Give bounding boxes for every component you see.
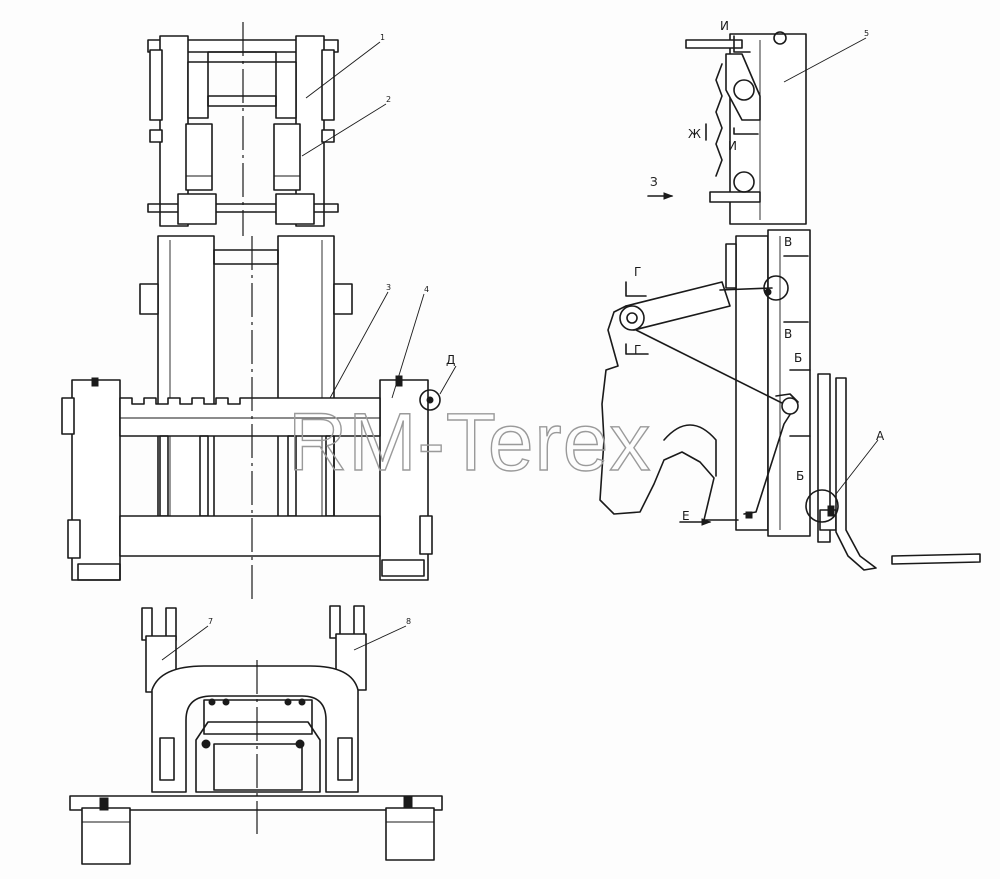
callout-4: 4 bbox=[424, 285, 429, 294]
section-label-zh: Ж bbox=[688, 127, 701, 141]
section-label-e: Е bbox=[682, 509, 690, 523]
callout-2: 2 bbox=[386, 95, 391, 104]
section-label-b-upper: Б bbox=[794, 351, 802, 365]
section-label-z: З bbox=[650, 175, 658, 189]
callout-7: 7 bbox=[208, 617, 213, 626]
side-view-mast bbox=[599, 31, 981, 571]
callout-5: 5 bbox=[864, 29, 869, 38]
section-label-g-lower: Г bbox=[634, 343, 641, 357]
section-marks bbox=[625, 35, 811, 526]
section-label-a: А bbox=[876, 429, 885, 443]
bottom-view-carriage bbox=[69, 605, 443, 865]
section-label-v-lower: В bbox=[784, 327, 792, 341]
callout-8: 8 bbox=[406, 617, 411, 626]
section-label-v-upper: В bbox=[784, 235, 792, 249]
front-view-upper-mast bbox=[147, 35, 339, 227]
callout-1: 1 bbox=[380, 33, 385, 42]
section-label-i-mid: И bbox=[728, 139, 737, 153]
watermark: RM-Terex bbox=[288, 397, 651, 488]
section-label-d: Д bbox=[446, 353, 455, 367]
front-view-lower-mast bbox=[61, 235, 441, 581]
section-label-i-top: И bbox=[720, 19, 729, 33]
section-label-g-upper: Г bbox=[634, 265, 641, 279]
callout-leaders bbox=[161, 37, 879, 661]
section-label-b-lower: Б bbox=[796, 469, 804, 483]
callout-3: 3 bbox=[386, 283, 391, 292]
